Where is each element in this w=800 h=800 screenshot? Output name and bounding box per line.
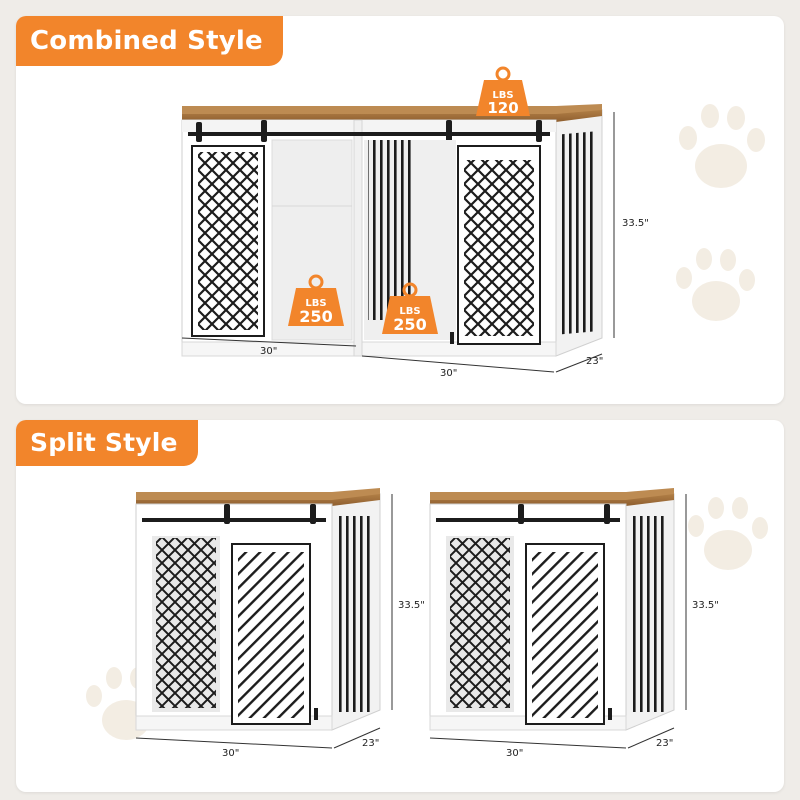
split-unit-1-depth: 23"	[362, 738, 379, 749]
weight-left-value: 250	[299, 307, 332, 326]
weight-right-value: 250	[393, 315, 426, 334]
split-unit-1-width: 30"	[222, 748, 239, 759]
combined-illustration: LBS 120 LBS 250 LBS 250 30" 30" 23" 33.5…	[181, 66, 765, 379]
weight-top-unit: LBS	[492, 90, 513, 101]
paw-print-icon	[676, 248, 755, 321]
weight-icon-right	[382, 282, 438, 334]
split-style-panel: 30" 23" 33.5" 30" 23" 33.5" Split Style	[16, 420, 784, 792]
split-unit-1-height: 33.5"	[398, 600, 425, 611]
barn-door-rail	[188, 132, 550, 136]
split-unit-2-height: 33.5"	[692, 600, 719, 611]
weight-left-unit: LBS	[305, 298, 326, 309]
dim-width-right: 30"	[440, 368, 457, 379]
dim-width-left: 30"	[260, 346, 277, 357]
dim-depth: 23"	[586, 356, 603, 367]
split-unit-2: 30" 23" 33.5"	[429, 487, 719, 759]
split-illustration: 30" 23" 33.5" 30" 23" 33.5"	[86, 487, 768, 759]
weight-right-unit: LBS	[399, 306, 420, 317]
paw-print-icon	[679, 104, 765, 188]
weight-icon-left	[288, 274, 344, 326]
split-unit-2-width: 30"	[506, 748, 523, 759]
split-unit-2-depth: 23"	[656, 738, 673, 749]
combined-style-panel: LBS 120 LBS 250 LBS 250 30" 30" 23" 33.5…	[16, 16, 784, 404]
dimension-lines	[181, 112, 615, 373]
weight-top-value: 120	[487, 99, 518, 117]
combined-style-title: Combined Style	[16, 16, 283, 66]
split-style-title: Split Style	[16, 420, 198, 466]
paw-print-icon	[688, 497, 768, 570]
dim-height: 33.5"	[622, 218, 649, 229]
weight-icon-top	[476, 66, 530, 116]
wood-top	[182, 108, 602, 122]
split-unit-1: 30" 23" 33.5"	[135, 487, 425, 759]
